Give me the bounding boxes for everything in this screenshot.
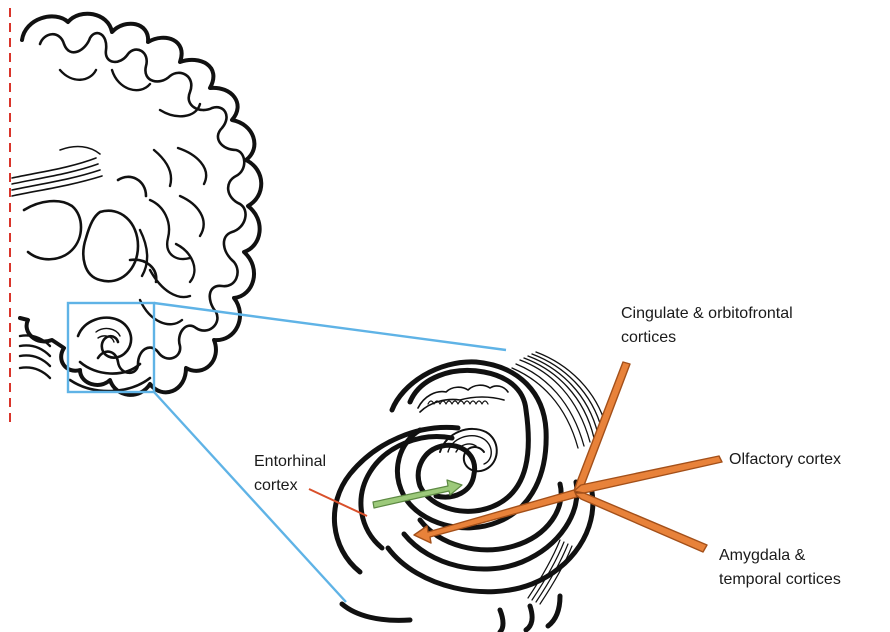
arrow-from-olfactory: [574, 456, 722, 493]
label-cingulate-line2: cortices: [621, 329, 676, 346]
brain-sulcus-b: [140, 150, 190, 276]
brain-inner-folds: [40, 33, 246, 373]
label-amygdala: Amygdala & temporal cortices: [719, 547, 841, 588]
zoom-line-top: [154, 303, 506, 350]
temporal-stripes: [20, 335, 50, 378]
brain-insula: [118, 177, 156, 282]
zoom-line-bottom: [154, 392, 346, 602]
hippocampus-base: [342, 596, 560, 632]
arrow-from-amygdala: [574, 493, 707, 552]
ca-field-layer: [418, 385, 508, 412]
label-entorhinal-line1: Entorhinal: [254, 453, 326, 470]
brain-sulcus-a: [60, 70, 206, 324]
label-cingulate-line1: Cingulate & orbitofrontal: [621, 305, 793, 322]
label-cingulate: Cingulate & orbitofrontal cortices: [621, 305, 797, 346]
arrow-from-cingulate: [574, 362, 630, 491]
hippocampus-band-2: [392, 362, 546, 528]
label-olfactory-line1: Olfactory cortex: [729, 451, 841, 468]
label-entorhinal: Entorhinal cortex: [254, 453, 331, 494]
dentate-gyrus-inner: [448, 436, 491, 464]
subiculum-fibers: [528, 540, 572, 604]
label-entorhinal-line2: cortex: [254, 477, 298, 494]
coronal-brain-section: [12, 14, 261, 395]
corpus-callosum-fibers: [12, 147, 102, 196]
label-amygdala-line2: temporal cortices: [719, 571, 841, 588]
label-amygdala-line1: Amygdala &: [719, 547, 806, 564]
brain-outer-contour: [20, 14, 261, 395]
brain-basal-structure: [83, 211, 138, 282]
label-olfactory: Olfactory cortex: [729, 451, 841, 468]
brain-ventricle: [24, 201, 81, 259]
